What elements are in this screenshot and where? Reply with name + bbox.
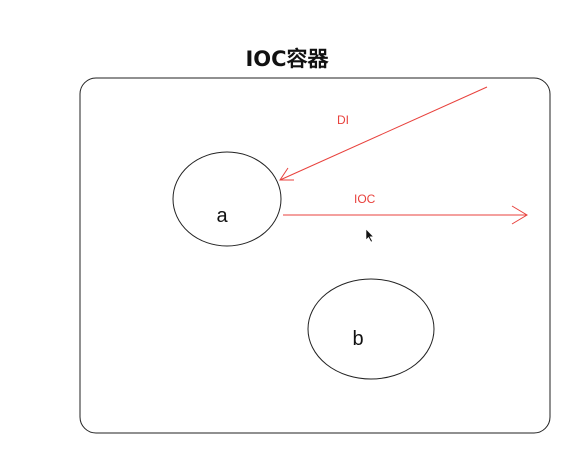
node-a-ellipse [172,151,282,247]
edge-ioc: IOC [283,192,528,225]
edge-di-line [279,86,488,181]
node-b-label: b [352,328,363,350]
edge-ioc-arrowhead [511,205,528,225]
node-b: b [307,278,435,380]
edge-di: DI [279,86,488,181]
diagram-title: IOC容器 [245,47,329,71]
node-b-ellipse [307,278,435,380]
mouse-cursor-icon [365,228,375,243]
edge-di-label: DI [337,113,349,127]
edge-di-arrowhead [279,167,294,181]
node-a: a [172,151,282,247]
node-a-label: a [216,205,228,227]
edge-ioc-label: IOC [354,192,376,206]
container-box [79,77,551,434]
